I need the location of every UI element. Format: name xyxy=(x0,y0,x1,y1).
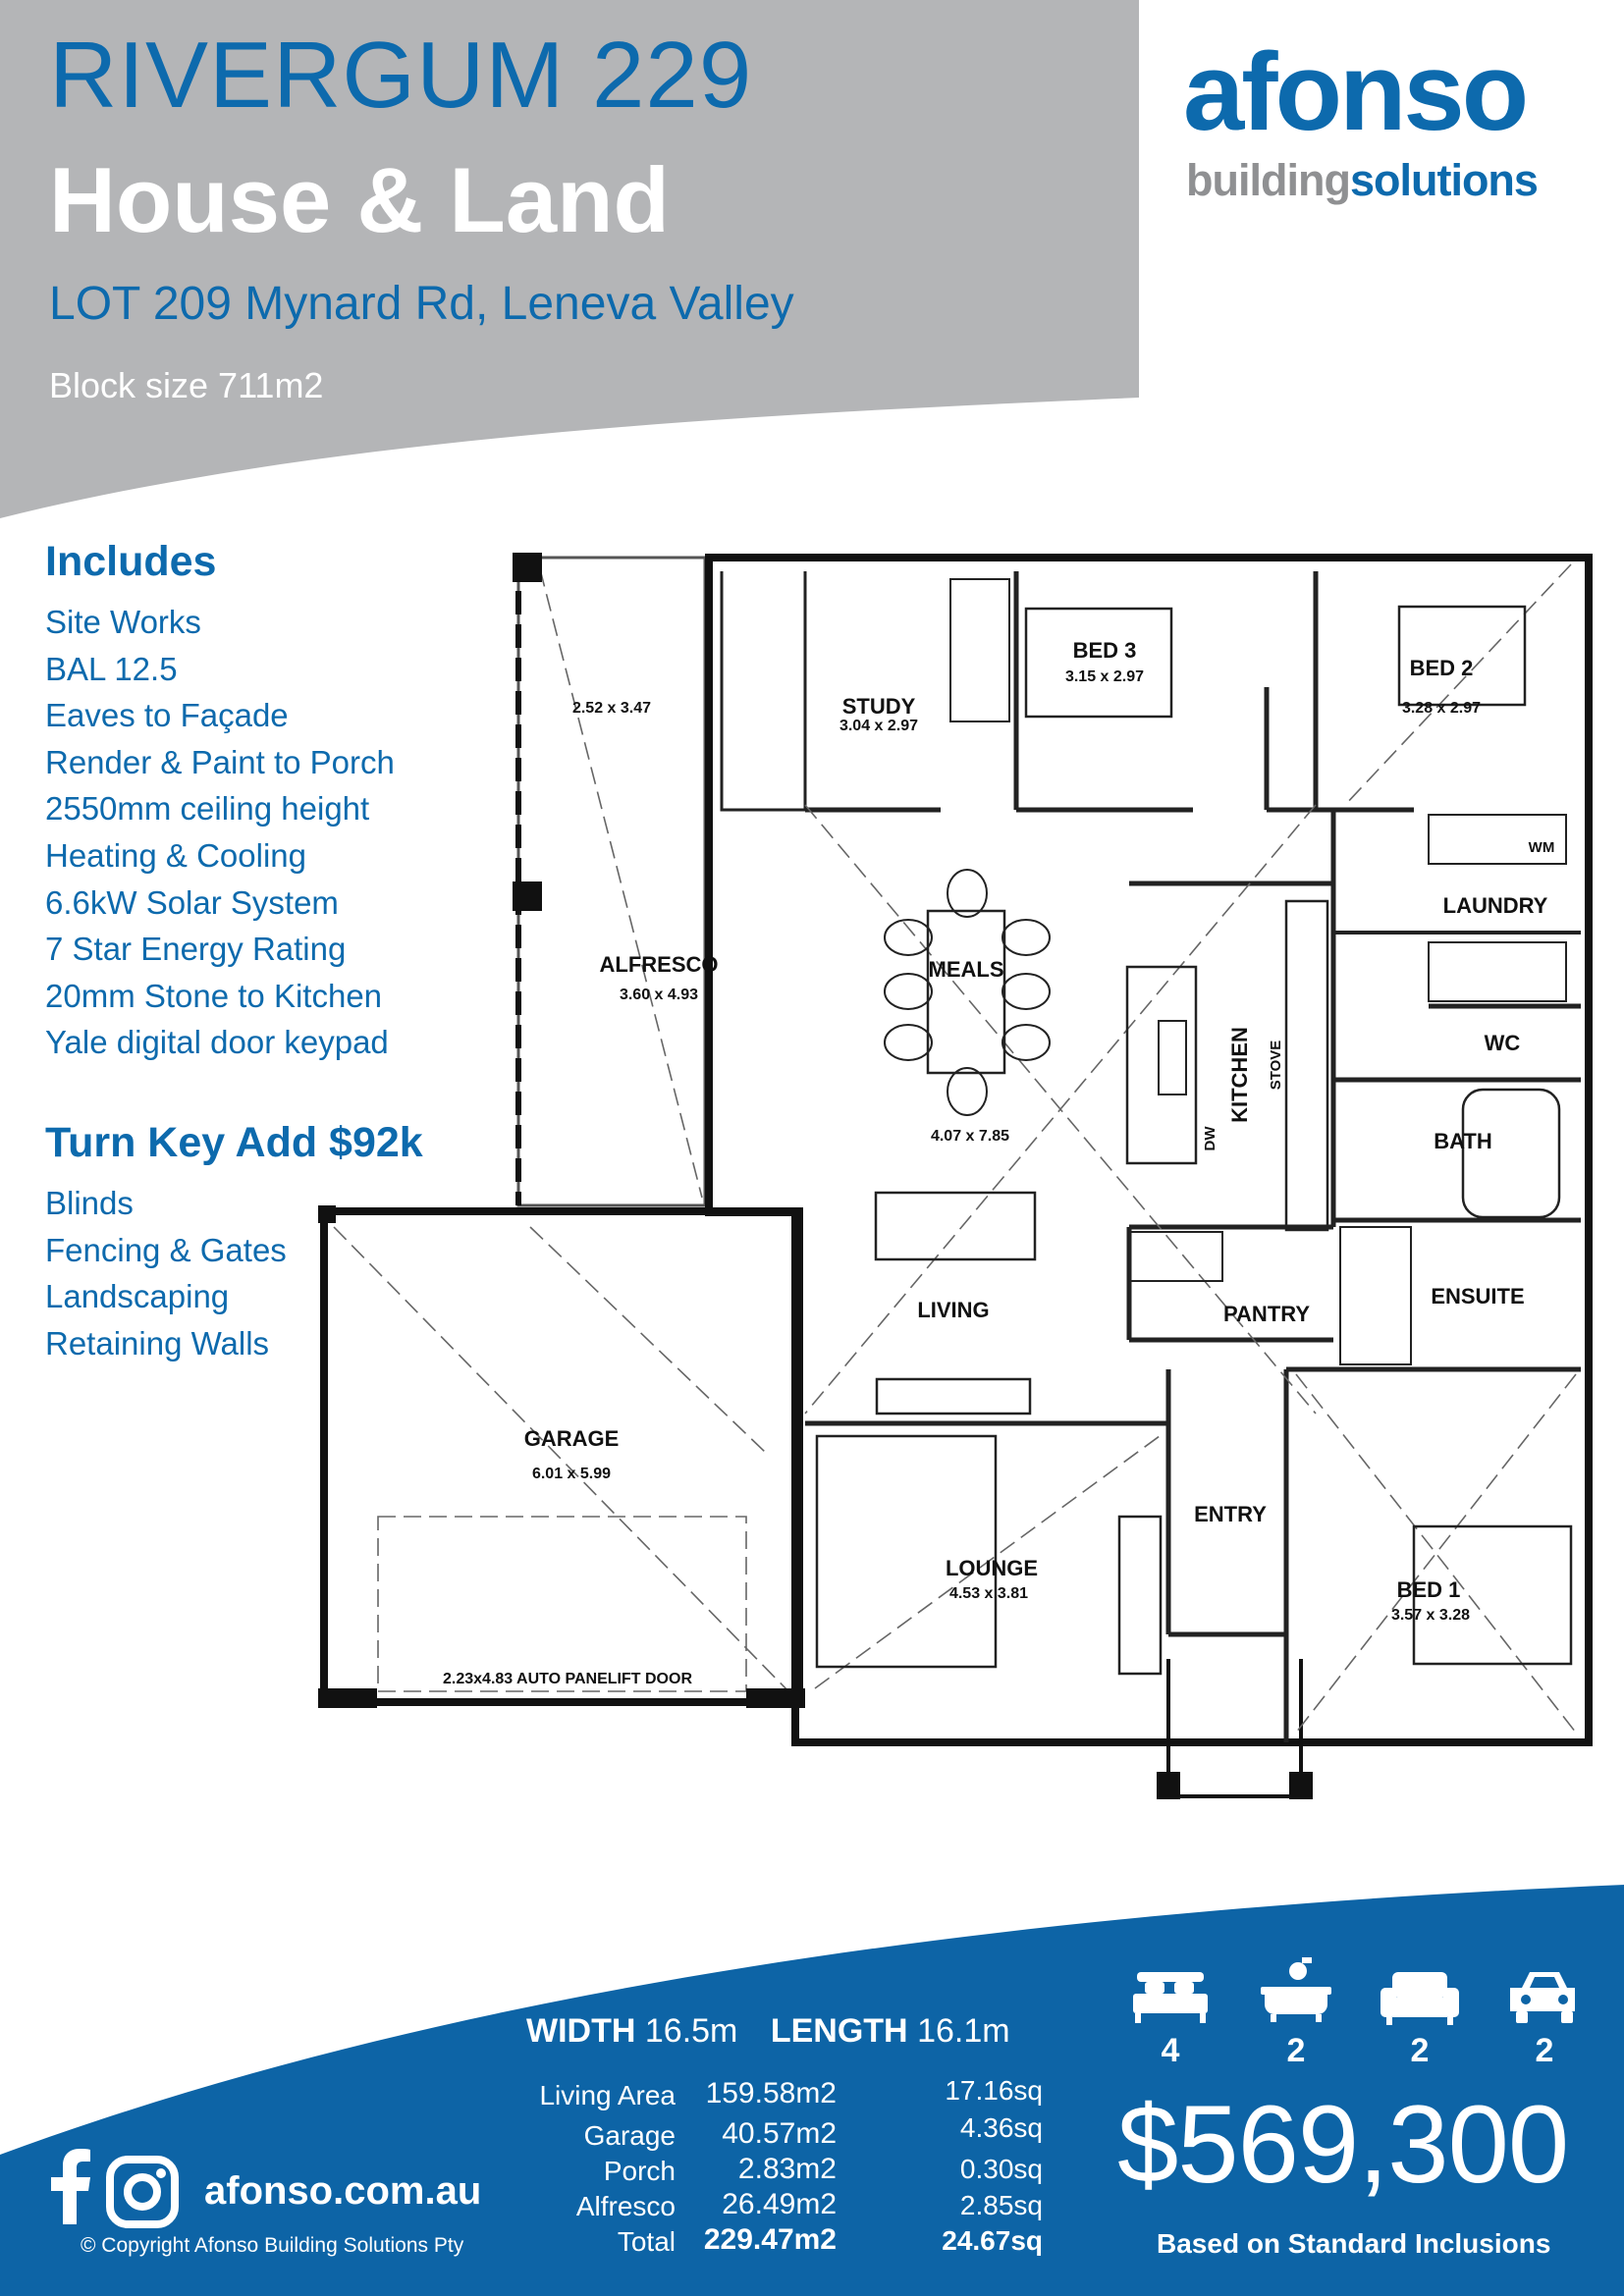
lot-address: LOT 209 Mynard Rd, Leneva Valley xyxy=(49,278,794,330)
price-note: Based on Standard Inclusions xyxy=(1157,2228,1551,2259)
turnkey-item: Blinds xyxy=(45,1185,134,1221)
includes-item: Site Works xyxy=(45,604,201,640)
room-meals: MEALS xyxy=(929,957,1004,982)
room-laundry: LAUNDRY xyxy=(1443,893,1548,918)
includes-item: 6.6kW Solar System xyxy=(45,883,339,921)
room-study-size: 3.04 x 2.97 xyxy=(839,718,918,734)
room-kitchen: KITCHEN xyxy=(1227,1027,1252,1123)
turnkey-item: Landscaping xyxy=(45,1278,230,1315)
room-living: LIVING xyxy=(917,1298,989,1322)
alfresco-outline xyxy=(516,556,707,1207)
includes-item: Yale digital door keypad xyxy=(45,1024,389,1061)
area-m2-total: 229.47m2 xyxy=(703,2223,837,2256)
room-garage: GARAGE xyxy=(524,1426,620,1451)
garage-outline xyxy=(320,1207,803,1706)
price: $569,300 xyxy=(1117,2083,1569,2206)
page-subtitle: House & Land xyxy=(49,148,670,251)
room-bed2: BED 2 xyxy=(1410,656,1474,680)
bed-count: 4 xyxy=(1161,2032,1180,2069)
sofa-icon xyxy=(1380,1972,1459,2025)
header-background xyxy=(0,0,1139,518)
length-value: 16.1m xyxy=(917,2012,1010,2050)
turnkey-heading: Turn Key Add $92k xyxy=(45,1119,423,1166)
includes-item: BAL 12.5 xyxy=(45,650,178,687)
room-pantry: PANTRY xyxy=(1223,1302,1310,1326)
washing-machine-label: WM xyxy=(1529,839,1555,856)
facebook-icon[interactable] xyxy=(51,2148,90,2224)
room-alfresco: ALFRESCO xyxy=(600,952,719,977)
alfresco-top-size: 2.52 x 3.47 xyxy=(572,700,651,717)
room-bed1: BED 1 xyxy=(1397,1577,1461,1602)
room-bed3-size: 3.15 x 2.97 xyxy=(1065,668,1144,685)
room-meals-size: 4.07 x 7.85 xyxy=(931,1128,1009,1145)
room-lounge-size: 4.53 x 3.81 xyxy=(949,1585,1028,1602)
room-bed3: BED 3 xyxy=(1073,638,1137,663)
includes-list: Site Works BAL 12.5 Eaves to Façade Rend… xyxy=(45,599,395,1066)
turnkey-item: Retaining Walls xyxy=(45,1324,270,1362)
room-bed2-size: 3.28 x 2.97 xyxy=(1402,700,1481,717)
area-m2: 2.83m2 xyxy=(737,2153,837,2185)
includes-item: 2550mm ceiling height xyxy=(45,790,370,828)
dishwasher-label: DW xyxy=(1202,1126,1218,1151)
car-icon xyxy=(1510,1972,1575,2023)
area-label: Porch xyxy=(603,2156,676,2186)
logo-tagline: buildingsolutions xyxy=(1186,155,1539,206)
website-link[interactable]: afonso.com.au xyxy=(204,2169,482,2213)
logo-wordmark: afonso xyxy=(1183,30,1529,153)
area-label: Alfresco xyxy=(575,2191,676,2221)
includes-item: Heating & Cooling xyxy=(45,836,306,874)
instagram-icon[interactable] xyxy=(106,2156,179,2228)
copyright: © Copyright Afonso Building Solutions Pt… xyxy=(81,2234,464,2257)
dimensions-row: WIDTH 16.5m LENGTH 16.1m xyxy=(526,2012,1010,2051)
includes-item: Eaves to Façade xyxy=(45,697,289,734)
area-m2: 159.58m2 xyxy=(705,2077,837,2109)
floor-plan: STUDY 3.04 x 2.97 BED 3 3.15 x 2.97 BED … xyxy=(318,553,1593,1799)
room-wc: WC xyxy=(1485,1031,1521,1055)
room-alfresco-size: 3.60 x 4.93 xyxy=(620,987,698,1003)
room-entry: ENTRY xyxy=(1194,1502,1267,1526)
area-label: Living Area xyxy=(539,2080,676,2110)
width-value: 16.5m xyxy=(644,2012,738,2050)
block-size: Block size 711m2 xyxy=(49,365,324,405)
sofa-count: 2 xyxy=(1410,2032,1430,2069)
stove-label: STOVE xyxy=(1268,1041,1284,1091)
car-count: 2 xyxy=(1535,2032,1554,2069)
page-title: RIVERGUM 229 xyxy=(49,23,753,128)
includes-item: 20mm Stone to Kitchen xyxy=(45,977,383,1014)
bath-icon xyxy=(1261,1957,1331,2022)
area-sq: 2.85sq xyxy=(959,2190,1043,2220)
bed-icon xyxy=(1133,1972,1208,2023)
room-bed1-size: 3.57 x 3.28 xyxy=(1391,1607,1470,1624)
turnkey-list: Blinds Fencing & Gates Landscaping Retai… xyxy=(45,1180,287,1366)
logo-tag-blue: solutions xyxy=(1349,155,1539,205)
area-sq: 0.30sq xyxy=(959,2154,1043,2184)
area-label: Garage xyxy=(583,2120,676,2151)
includes-item: Render & Paint to Porch xyxy=(45,743,395,780)
room-bath: BATH xyxy=(1434,1129,1491,1153)
area-sq-total: 24.67sq xyxy=(942,2225,1043,2256)
room-lounge: LOUNGE xyxy=(946,1556,1038,1580)
room-study: STUDY xyxy=(842,694,916,719)
width-label: WIDTH xyxy=(526,2012,636,2050)
turnkey-item: Fencing & Gates xyxy=(45,1231,287,1268)
bath-count: 2 xyxy=(1286,2032,1306,2069)
logo-wave xyxy=(1188,133,1581,151)
length-label: LENGTH xyxy=(770,2012,908,2050)
room-garage-size: 6.01 x 5.99 xyxy=(532,1466,611,1482)
area-label: Total xyxy=(617,2226,676,2257)
area-sq: 17.16sq xyxy=(945,2075,1043,2106)
footer-background xyxy=(0,1885,1624,2296)
logo-tag-grey: building xyxy=(1186,155,1351,205)
includes-item: 7 Star Energy Rating xyxy=(45,931,347,968)
area-m2: 26.49m2 xyxy=(722,2188,837,2220)
includes-heading: Includes xyxy=(45,538,217,585)
area-m2: 40.57m2 xyxy=(722,2117,837,2150)
area-sq: 4.36sq xyxy=(959,2112,1043,2143)
room-ensuite: ENSUITE xyxy=(1431,1284,1524,1308)
garage-door-label: 2.23x4.83 AUTO PANELIFT DOOR xyxy=(443,1671,692,1687)
